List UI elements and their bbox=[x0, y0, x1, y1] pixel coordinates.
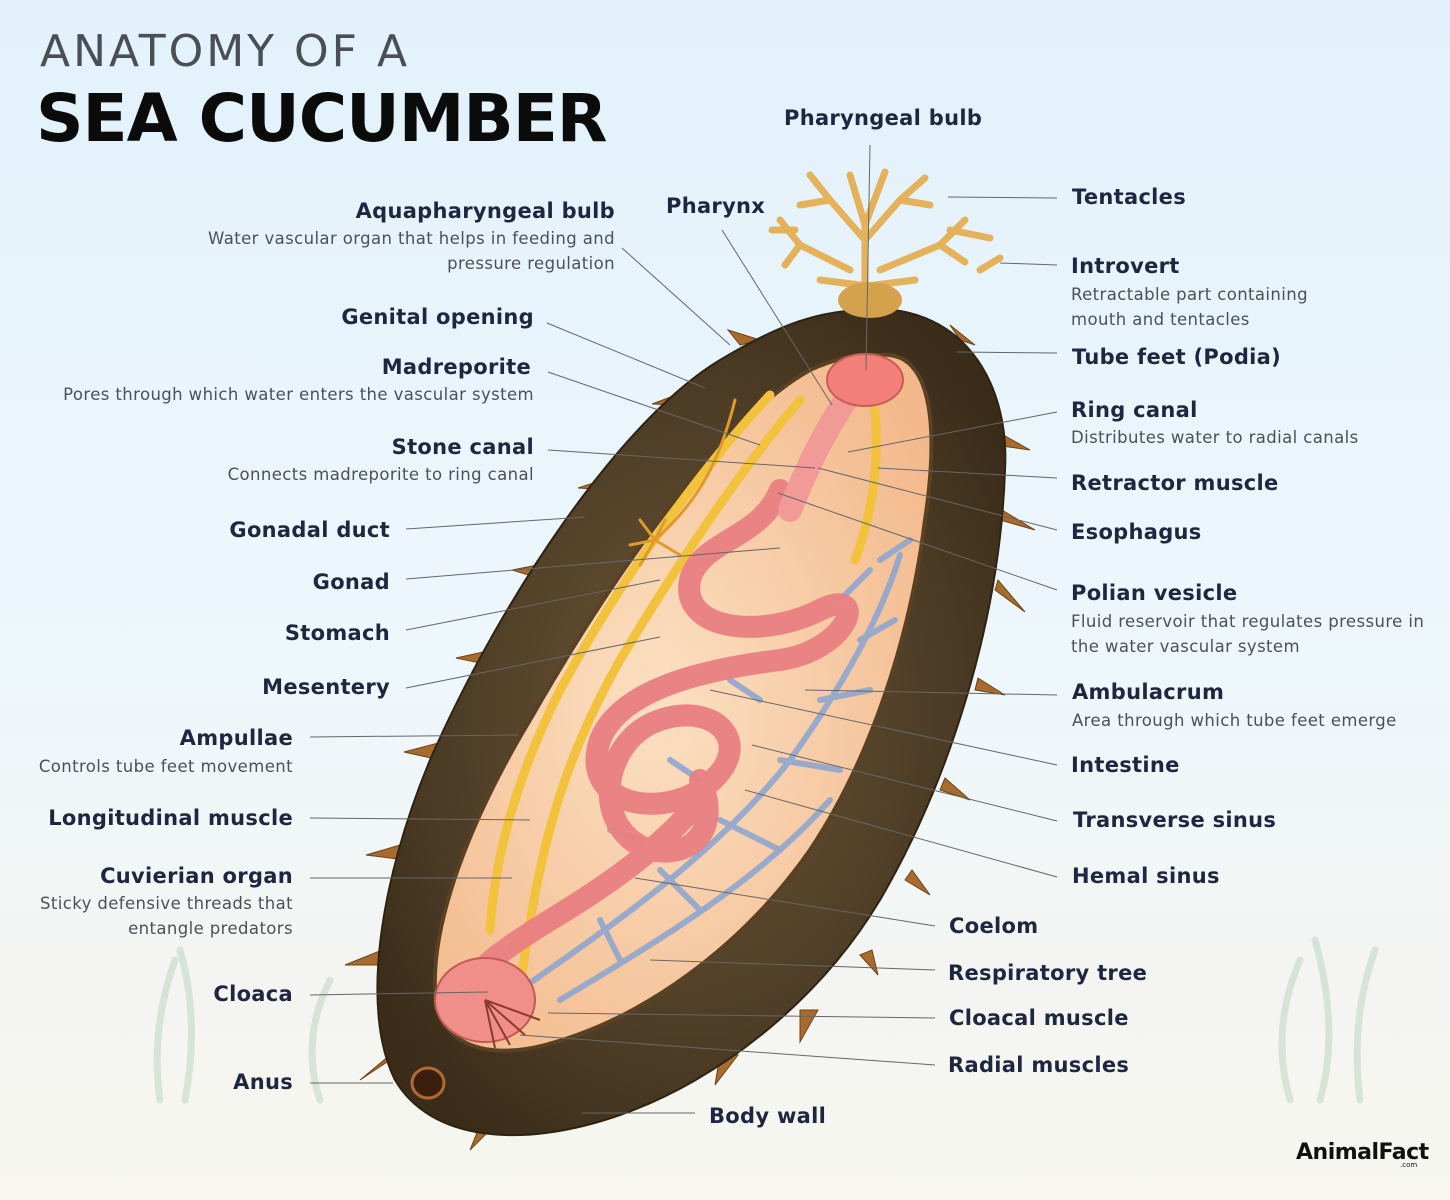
label-intestine: Intestine bbox=[1071, 753, 1180, 777]
pharyngeal-bulb-shape bbox=[826, 353, 904, 407]
respiratory-tree-shape bbox=[517, 537, 913, 1003]
title-line-1: ANATOMY OF A bbox=[40, 26, 411, 77]
desc-ambulacrum: Area through which tube feet emerge bbox=[1072, 711, 1397, 730]
label-stone-canal: Stone canal bbox=[391, 435, 534, 459]
desc-introvert: Retractable part containing mouth and te… bbox=[1071, 285, 1308, 329]
label-gonad: Gonad bbox=[312, 570, 390, 594]
label-body-wall: Body wall bbox=[709, 1104, 827, 1128]
label-cloacal-muscle: Cloacal muscle bbox=[949, 1006, 1129, 1030]
label-pharyngeal-bulb: Pharyngeal bulb bbox=[784, 106, 983, 130]
gonad-shape bbox=[628, 398, 737, 567]
label-gonadal-duct: Gonadal duct bbox=[229, 518, 390, 542]
label-anus: Anus bbox=[233, 1070, 293, 1094]
seaweed-decoration bbox=[153, 936, 1379, 1104]
label-ring-canal: Ring canal bbox=[1071, 398, 1198, 422]
label-ambulacrum: Ambulacrum bbox=[1072, 680, 1225, 704]
label-mesentery: Mesentery bbox=[262, 675, 390, 699]
label-genital-opening: Genital opening bbox=[341, 305, 534, 329]
desc-cuvierian-organ: Sticky defensive threads that entangle p… bbox=[40, 894, 293, 938]
label-pharynx: Pharynx bbox=[666, 194, 766, 218]
desc-stone-canal: Connects madreporite to ring canal bbox=[227, 465, 534, 484]
longitudinal-muscle-bands bbox=[485, 390, 881, 995]
radial-muscles-shape bbox=[484, 999, 541, 1049]
tentacles-shape bbox=[768, 168, 1004, 304]
leader-lines bbox=[309, 144, 1058, 1114]
label-aquapharyngeal-bulb: Aquapharyngeal bulb bbox=[355, 199, 615, 223]
title-line-2: SEA CUCUMBER bbox=[36, 80, 608, 157]
label-retractor-muscle: Retractor muscle bbox=[1071, 471, 1279, 495]
label-esophagus: Esophagus bbox=[1071, 520, 1202, 544]
label-introvert: Introvert bbox=[1071, 254, 1180, 278]
label-tentacles: Tentacles bbox=[1072, 185, 1187, 209]
label-stomach: Stomach bbox=[284, 621, 390, 645]
label-transverse-sinus: Transverse sinus bbox=[1073, 808, 1277, 832]
desc-madreporite: Pores through which water enters the vas… bbox=[63, 385, 534, 404]
anus-shape bbox=[410, 1066, 446, 1100]
desc-ampullae: Controls tube feet movement bbox=[38, 757, 293, 776]
introvert-shape bbox=[838, 282, 902, 318]
label-cuvierian-organ: Cuvierian organ bbox=[100, 864, 293, 888]
label-madreporite: Madreporite bbox=[381, 355, 531, 379]
label-longitudinal-muscle: Longitudinal muscle bbox=[48, 806, 293, 830]
brand-logo: AnimalFact bbox=[1296, 1140, 1429, 1165]
label-tube-feet: Tube feet (Podia) bbox=[1072, 345, 1282, 369]
desc-polian-vesicle: Fluid reservoir that regulates pressure … bbox=[1071, 612, 1425, 656]
coelom-cavity bbox=[432, 352, 934, 1053]
label-coelom: Coelom bbox=[949, 914, 1039, 938]
desc-ring-canal: Distributes water to radial canals bbox=[1071, 428, 1359, 447]
label-radial-muscles: Radial muscles bbox=[948, 1053, 1130, 1077]
label-ampullae: Ampullae bbox=[179, 726, 293, 750]
label-polian-vesicle: Polian vesicle bbox=[1071, 581, 1238, 605]
desc-aquapharyngeal-bulb: Water vascular organ that helps in feedi… bbox=[208, 229, 615, 273]
label-respiratory-tree: Respiratory tree bbox=[948, 961, 1148, 985]
label-cloaca: Cloaca bbox=[213, 982, 293, 1006]
label-hemal-sinus: Hemal sinus bbox=[1072, 864, 1220, 888]
brand-logo-suffix: .com bbox=[1400, 1161, 1418, 1169]
